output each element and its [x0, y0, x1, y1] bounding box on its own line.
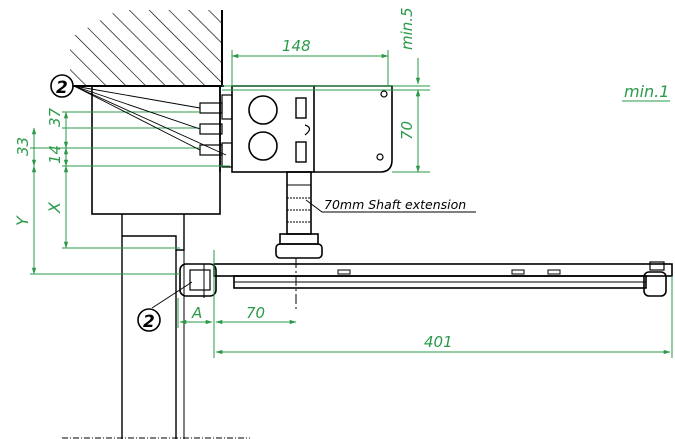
dim-401: 401	[424, 333, 453, 351]
slide-rail	[213, 261, 673, 297]
callout-2-top: 2	[50, 74, 74, 98]
dim-37: 37	[46, 107, 64, 127]
dim-33: 33	[14, 137, 32, 156]
rail-bracket	[179, 263, 217, 298]
dim-y: Y	[13, 215, 32, 226]
dimension-lines	[30, 50, 673, 358]
shaft-extension	[275, 171, 323, 312]
mounting-screws	[199, 94, 233, 168]
frame-body	[62, 85, 250, 439]
dim-70-horizontal: 70	[246, 304, 265, 322]
dim-min1: min.1	[624, 82, 669, 101]
callout-2-top-label: 2	[56, 78, 68, 98]
callout-2-bottom-label: 2	[143, 312, 155, 332]
dim-70-vertical: 70	[398, 121, 416, 140]
callout-2-bottom: 2	[137, 308, 161, 332]
dim-x: X	[45, 201, 64, 214]
dim-14: 14	[46, 145, 64, 164]
dim-148: 148	[282, 37, 311, 55]
dim-a: A	[191, 304, 202, 322]
callout-leaders	[73, 85, 476, 309]
wall	[62, 10, 224, 87]
door-closer-body	[231, 85, 393, 173]
wall-hatch	[70, 10, 222, 86]
shaft-extension-label: 70mm Shaft extension	[324, 197, 466, 212]
dim-min5: min.5	[398, 7, 416, 50]
